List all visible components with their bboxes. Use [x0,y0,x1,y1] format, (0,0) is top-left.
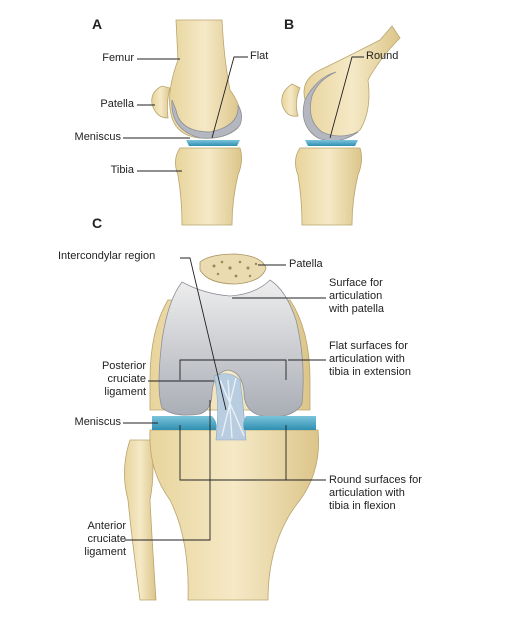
panel-label-a: A [92,16,103,32]
panel-a-drawing [151,19,242,226]
label-flat: Flat [250,50,269,62]
label-intercondylar-region: Intercondylar region [58,250,156,262]
patella-b [281,83,301,117]
label-meniscus-c: Meniscus [74,416,121,428]
panel-label-b: B [284,16,295,32]
panel-b-drawing [281,25,401,226]
cartilage-a [171,99,242,139]
label-tibia: Tibia [110,164,134,176]
label-flat-surfaces: Flat surfaces for articulation with tibi… [329,340,411,378]
leader-lines [123,56,364,541]
panel-c-drawing [124,253,319,601]
tibia-b [295,147,362,226]
cartilage-b [302,71,359,142]
femoral-condyles [158,279,304,418]
label-round: Round [366,50,399,62]
tibia-c [149,429,319,601]
meniscus-c [152,416,217,430]
label-patella-c: Patella [289,258,323,270]
meniscus-a [186,140,240,146]
label-anterior-cruciate-ligament: Anterior cruciate ligament [84,520,126,558]
label-round-surfaces: Round surfaces for articulation with tib… [329,474,422,512]
label-surface-patella: Surface for articulation with patella [329,277,385,315]
panel-label-c: C [92,215,103,231]
meniscus-b [305,140,358,146]
fibula [124,439,157,601]
label-posterior-cruciate-ligament: Posterior cruciate ligament [101,360,146,398]
patella-a [151,85,171,119]
label-meniscus-a: Meniscus [74,131,121,143]
label-patella-a: Patella [100,98,134,110]
tibia-a [175,147,242,226]
label-femur: Femur [102,52,134,64]
patella-c [199,253,267,285]
